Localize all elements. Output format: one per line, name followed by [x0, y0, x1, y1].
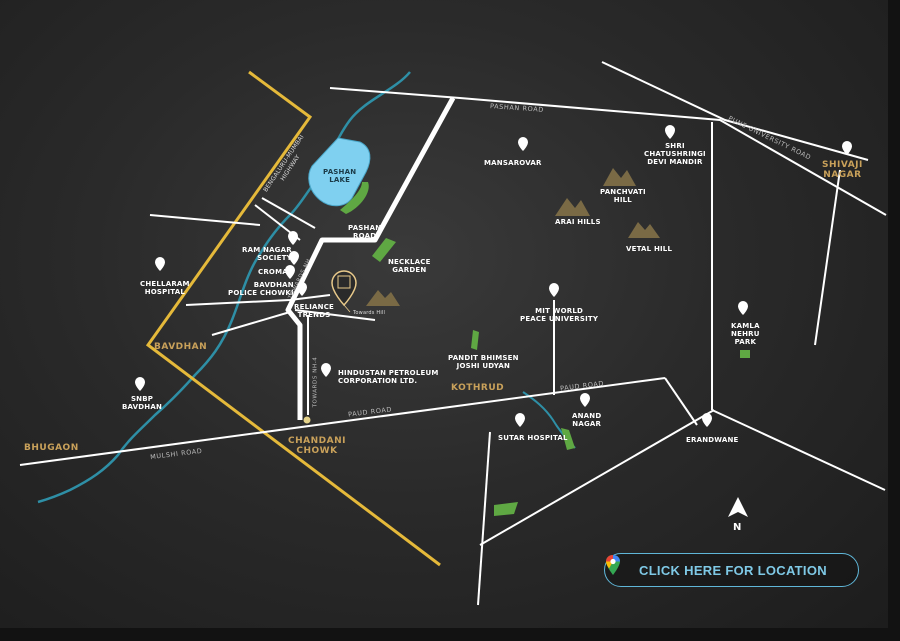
hindustan-petroleum-label: HINDUSTAN PETROLEUM CORPORATION LTD.: [338, 369, 439, 385]
north-label: N: [733, 522, 742, 533]
road-network: [19, 61, 887, 606]
ram-nagar-society-label: RAM NAGAR SOCIETY: [242, 246, 292, 262]
necklace-garden-label: NECKLACE GARDEN: [388, 258, 431, 274]
panchvati-hill-label: PANCHVATI HILL: [600, 188, 646, 204]
shivaji-nagar-label: SHIVAJI NAGAR: [822, 160, 863, 180]
erandwane-label: ERANDWANE: [686, 436, 739, 444]
pashan-lake-label: PASHAN LAKE: [323, 168, 357, 184]
shri-chatushringi-label: SHRI CHATUSHRINGI DEVI MANDIR: [644, 142, 706, 166]
anand-nagar-label: ANAND NAGAR: [572, 412, 602, 428]
mit-wpu-label: MIT WORLD PEACE UNIVERSITY: [520, 307, 599, 323]
project-location-pin: [331, 270, 357, 313]
kamla-nehru-park-label: KAMLA NEHRU PARK: [731, 322, 760, 346]
mansarovar-label: MANSAROVAR: [484, 159, 542, 167]
towards-nh4-label: TOWARDS NH-4: [312, 356, 319, 408]
snbp-bavdhan-label: SNBP BAVDHAN: [122, 395, 163, 411]
arai-hills-label: ARAI HILLS: [555, 218, 601, 226]
pandit-bhimsen-joshi-udyan-label: PANDIT BHIMSEN JOSHI UDYAN: [448, 354, 519, 370]
chellaram-hospital-label: CHELLARAM HOSPITAL: [140, 280, 190, 296]
pashan-lake: [308, 137, 371, 207]
chandani-chowk-label: CHANDANI CHOWK: [288, 436, 346, 456]
sutar-hospital-label: SUTAR HOSPITAL: [498, 434, 568, 442]
frame-edge-right: [888, 0, 900, 641]
reliance-trends-label: RELIANCE TRENDS: [294, 303, 335, 319]
cta-label: CLICK HERE FOR LOCATION: [639, 562, 827, 578]
location-pins: [135, 125, 852, 427]
towards-hill-label: Towards Hill: [353, 310, 386, 316]
hills: [366, 168, 660, 306]
click-here-for-location-button[interactable]: CLICK HERE FOR LOCATION: [604, 553, 859, 587]
kothrud-label: KOTHRUD: [451, 383, 505, 393]
bavdhan-police-chowki-label: BAVDHAN POLICE CHOWKI: [228, 281, 294, 297]
parks: [340, 182, 750, 516]
croma-label: CROMA: [258, 268, 288, 276]
vetal-hill-label: VETAL HILL: [626, 245, 673, 253]
frame-edge-bottom: [0, 628, 900, 641]
highway-road: [145, 70, 441, 567]
bavdhan-label: BAVDHAN: [154, 342, 208, 352]
pashan-main-road: [285, 96, 456, 420]
pashan-road-mid-label: PASHAN ROAD: [348, 224, 382, 240]
north-arrow-icon: [728, 497, 748, 517]
chandani-chowk-marker: [303, 416, 311, 424]
google-maps-pin-icon: [606, 555, 620, 575]
bhugaon-label: BHUGAON: [24, 443, 79, 453]
